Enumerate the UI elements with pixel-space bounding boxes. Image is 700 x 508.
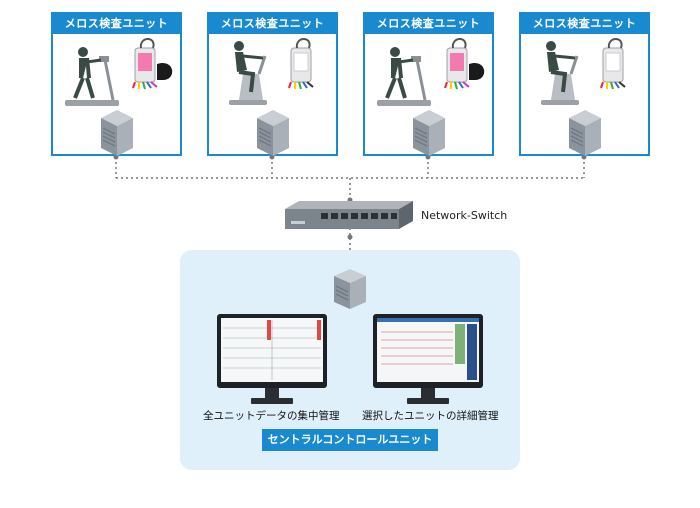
monitor-right-icon (373, 314, 483, 404)
exam-unit-title: メロス検査ユニット (365, 14, 492, 34)
monitor-left-icon (217, 314, 327, 404)
treadmill-icon (377, 38, 485, 106)
exam-unit-title: メロス検査ユニット (209, 14, 336, 34)
exam-unit-4: メロス検査ユニット (519, 12, 650, 156)
server-icon (413, 110, 445, 156)
server-icon (257, 110, 289, 156)
monitor-left-caption: 全ユニットデータの集中管理 (203, 410, 340, 422)
central-server-icon (334, 269, 366, 309)
monitor-right-caption: 選択したユニットの詳細管理 (362, 410, 499, 422)
exam-unit-title: メロス検査ユニット (521, 14, 648, 34)
exercise-bike-icon (229, 38, 314, 105)
exam-unit-1: メロス検査ユニット (51, 12, 182, 156)
exam-unit-title: メロス検査ユニット (53, 14, 180, 34)
server-icon (569, 110, 601, 156)
server-icon (101, 110, 133, 156)
exam-unit-2: メロス検査ユニット (207, 12, 338, 156)
network-switch-icon (285, 201, 413, 229)
exercise-bike-icon (541, 38, 626, 105)
exam-unit-3: メロス検査ユニット (363, 12, 494, 156)
network-switch-label: Network-Switch (421, 209, 508, 222)
treadmill-icon (65, 38, 173, 106)
central-control-unit-label: セントラルコントロールユニット (262, 429, 438, 451)
